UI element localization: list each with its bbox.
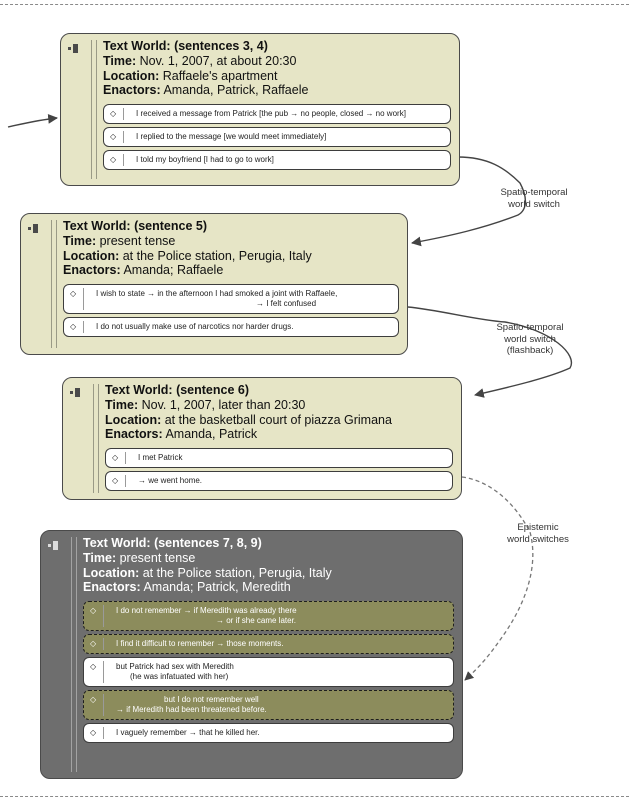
switch-arrow-3 (461, 476, 534, 681)
bottom-dashed-rule (0, 796, 629, 797)
text-world-2: Text World: (sentence 5) Time: present t… (20, 213, 408, 355)
world-marker-icon (68, 44, 80, 54)
proposition-list: ◇I do not remember → if Meredith was alr… (83, 600, 454, 743)
world-divider (56, 220, 57, 348)
world-enactors: Enactors: Amanda; Patrick, Meredith (83, 580, 291, 594)
world-divider (76, 537, 77, 772)
diamond-icon: ◇ (70, 321, 77, 331)
world-title: Text World: (sentences 3, 4) (103, 39, 268, 53)
proposition-list: ◇I received a message from Patrick [the … (103, 103, 451, 170)
world-divider (91, 40, 92, 179)
world-title: Text World: (sentences 7, 8, 9) (83, 536, 262, 550)
proposition-item: ◇but I do not remember well→ if Meredith… (83, 689, 454, 720)
world-location: Location: at the Police station, Perugia… (83, 565, 332, 580)
diamond-icon: ◇ (90, 638, 97, 648)
proposition-list: ◇I met Patrick ◇→ we went home. (105, 447, 453, 491)
proposition-item: ◇I do not usually make use of narcotics … (63, 316, 399, 337)
proposition-item: ◇I do not remember → if Meredith was alr… (83, 600, 454, 631)
diamond-icon: ◇ (112, 452, 119, 462)
world-time: Time: Nov. 1, 2007, at about 20:30 (103, 54, 297, 68)
world-marker-icon (28, 224, 40, 234)
world-enactors: Enactors: Amanda, Patrick (105, 427, 258, 441)
world-marker-icon (70, 388, 82, 398)
diamond-icon: ◇ (112, 475, 119, 485)
diamond-icon: ◇ (90, 605, 97, 615)
diamond-icon: ◇ (110, 108, 117, 118)
diamond-icon: ◇ (90, 661, 97, 671)
world-divider (98, 384, 99, 493)
world-title: Text World: (sentence 6) (105, 383, 250, 397)
diamond-icon: ◇ (90, 694, 97, 704)
proposition-item: ◇→ we went home. (105, 470, 453, 491)
text-world-4: Text World: (sentences 7, 8, 9) Time: pr… (40, 530, 463, 779)
proposition-item: ◇I find it difficult to remember → those… (83, 633, 454, 654)
proposition-item: ◇I met Patrick (105, 447, 453, 468)
diamond-icon: ◇ (110, 131, 117, 141)
world-enactors: Enactors: Amanda, Patrick, Raffaele (103, 83, 309, 97)
world-divider (51, 220, 52, 348)
text-world-3: Text World: (sentence 6) Time: Nov. 1, 2… (62, 377, 462, 500)
proposition-item: ◇I received a message from Patrick [the … (103, 103, 451, 124)
world-time: Time: Nov. 1, 2007, later than 20:30 (105, 398, 306, 412)
proposition-list: ◇I wish to state → in the afternoon I ha… (63, 283, 399, 337)
world-divider (71, 537, 72, 772)
incoming-arrow (7, 114, 58, 128)
world-location: Location: at the basketball court of pia… (105, 412, 392, 427)
world-time: Time: present tense (83, 551, 196, 565)
proposition-item: ◇I wish to state → in the afternoon I ha… (63, 283, 399, 314)
world-location: Location: Raffaele's apartment (103, 68, 278, 83)
switch-arrow-2 (407, 306, 573, 398)
proposition-item: ◇but Patrick had sex with Meredith(he wa… (83, 656, 454, 687)
world-divider (96, 40, 97, 179)
diamond-icon: ◇ (70, 288, 77, 298)
world-time: Time: present tense (63, 234, 176, 248)
world-divider (93, 384, 94, 493)
diamond-icon: ◇ (110, 154, 117, 164)
proposition-item: ◇I told my boyfriend [I had to go to wor… (103, 149, 451, 170)
diamond-icon: ◇ (90, 727, 97, 737)
switch-arrow-1 (411, 156, 527, 247)
world-title: Text World: (sentence 5) (63, 219, 208, 233)
world-marker-icon (48, 541, 60, 551)
top-dashed-rule (0, 4, 629, 5)
text-world-1: Text World: (sentences 3, 4) Time: Nov. … (60, 33, 460, 186)
proposition-item: ◇I replied to the message [we would meet… (103, 126, 451, 147)
world-enactors: Enactors: Amanda; Raffaele (63, 263, 224, 277)
proposition-item: ◇I vaguely remember → that he killed her… (83, 722, 454, 743)
world-location: Location: at the Police station, Perugia… (63, 248, 312, 263)
